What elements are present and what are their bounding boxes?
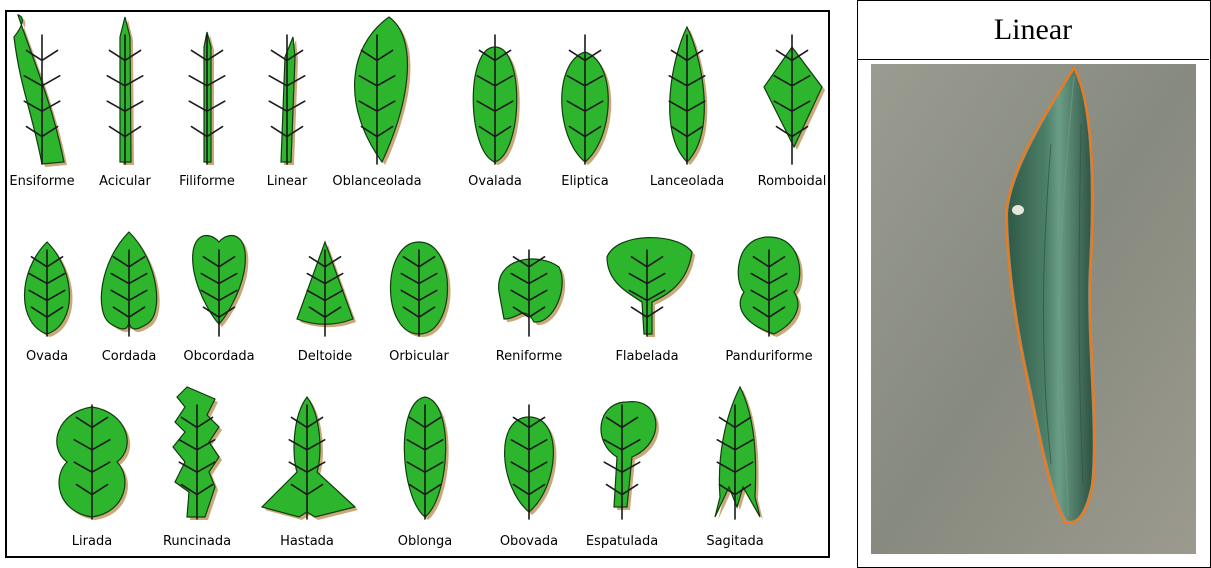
- leaf-flabelada: [607, 238, 695, 337]
- leaf-label-obovada: Obovada: [500, 534, 558, 549]
- leaf-label-reniforme: Reniforme: [496, 349, 563, 364]
- leaf-label-acicular: Acicular: [99, 174, 151, 189]
- leaf-linear: [269, 35, 304, 165]
- leaf-vein: [107, 35, 142, 164]
- result-title-cell: Linear: [857, 0, 1209, 60]
- leaf-label-hastada: Hastada: [280, 534, 334, 549]
- leaf-reniforme: [499, 250, 566, 336]
- leaf-acicular: [107, 17, 142, 165]
- leaf-orbicular: [391, 242, 451, 337]
- leaf-label-ensiforme: Ensiforme: [9, 174, 74, 189]
- leaf-label-flabelada: Flabelada: [615, 349, 678, 364]
- photo-leaf-spot: [1012, 205, 1024, 215]
- leaf-shape: [14, 15, 64, 164]
- leaf-obovada: [505, 405, 557, 519]
- leaf-romboidal: [764, 35, 825, 164]
- leaf-shape: [499, 259, 563, 322]
- result-table: Linear: [857, 0, 1211, 568]
- leaf-shape: [764, 47, 822, 147]
- result-title: Linear: [994, 13, 1072, 47]
- leaf-obcordada: [193, 236, 249, 336]
- leaf-label-romboidal: Romboidal: [758, 174, 827, 189]
- leaf-runcinada: [173, 387, 222, 520]
- leaf-shape: [262, 397, 355, 517]
- leaf-hastada: [262, 397, 358, 520]
- leaf-label-lanceolada: Lanceolada: [650, 174, 724, 189]
- leaf-ovada: [25, 242, 73, 337]
- leaf-shape: [715, 387, 760, 517]
- leaf-label-orbicular: Orbicular: [389, 349, 449, 364]
- leaf-photo: [871, 64, 1196, 554]
- leaf-cordada: [101, 232, 159, 336]
- leaf-label-runcinada: Runcinada: [163, 534, 231, 549]
- leaf-sagitada: [715, 387, 763, 520]
- leaf-label-linear: Linear: [267, 174, 308, 189]
- leaf-deltoide: [297, 242, 356, 336]
- leaf-shapes-svg: Ensiforme Acicular Filiforme Linear Oblanceo…: [7, 12, 832, 560]
- leaf-label-ovalada: Ovalada: [468, 174, 522, 189]
- leaf-label-lirada: Lirada: [72, 534, 112, 549]
- leaf-shapes-chart: Ensiforme Acicular Filiforme Linear Oblanceo…: [5, 10, 830, 558]
- leaf-label-espatulada: Espatulada: [586, 534, 658, 549]
- leaf-label-sagitada: Sagitada: [706, 534, 763, 549]
- leaf-label-ovada: Ovada: [26, 349, 68, 364]
- leaf-label-cordada: Cordada: [102, 349, 157, 364]
- leaf-ensiforme: [14, 15, 67, 167]
- leaf-label-deltoide: Deltoide: [298, 349, 353, 364]
- leaf-filiforme: [189, 32, 224, 165]
- leaf-vein: [189, 35, 224, 164]
- leaf-panduriforme: [738, 237, 803, 337]
- leaf-label-oblonga: Oblonga: [398, 534, 453, 549]
- leaf-label-filiforme: Filiforme: [179, 174, 235, 189]
- leaf-oblanceolada: [355, 17, 411, 165]
- leaf-espatulada: [601, 402, 659, 519]
- leaf-oblonga: [404, 397, 448, 520]
- leaf-shape: [355, 17, 408, 162]
- leaf-lirada: [57, 405, 130, 520]
- leaf-eliptica: [562, 35, 612, 165]
- leaf-vein: [269, 35, 304, 164]
- leaf-label-panduriforme: Panduriforme: [725, 349, 812, 364]
- leaf-label-obcordada: Obcordada: [183, 349, 254, 364]
- leaf-lanceolada: [669, 27, 707, 165]
- leaf-label-eliptica: Eliptica: [561, 174, 609, 189]
- leaf-ovalada: [473, 35, 520, 165]
- leaf-label-oblanceolada: Oblanceolada: [332, 174, 421, 189]
